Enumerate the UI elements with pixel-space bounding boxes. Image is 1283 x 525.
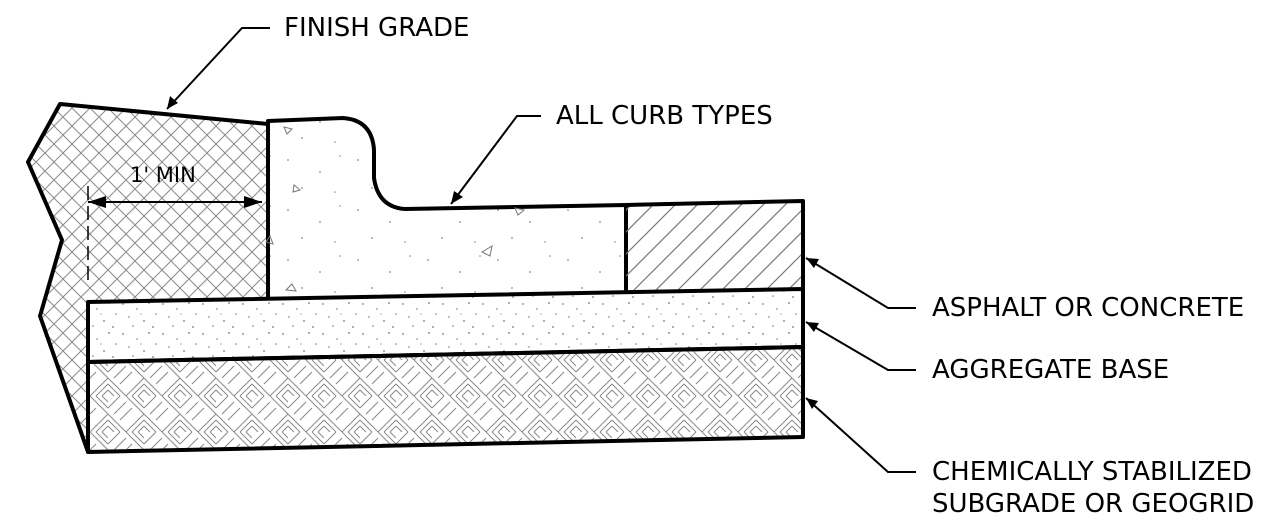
min-dimension-label: 1' MIN — [130, 163, 196, 187]
subgrade-outline — [86, 345, 805, 454]
all-curb-types-label: ALL CURB TYPES — [556, 101, 773, 131]
all-curb-types-callout: ALL CURB TYPES — [450, 101, 773, 205]
pavement-outline — [624, 199, 805, 291]
curb-body — [268, 118, 626, 298]
aggregate-base-layer — [88, 289, 803, 362]
min-dimension: 1' MIN — [87, 163, 262, 286]
asphalt-or-concrete-layer — [626, 201, 803, 290]
curb-outline — [266, 116, 628, 300]
finish-grade-label: FINISH GRADE — [284, 13, 469, 43]
finish-grade-callout: FINISH GRADE — [166, 13, 469, 110]
subgrade-callout: CHEMICALLY STABILIZED SUBGRADE OR GEOGRI… — [805, 397, 1254, 519]
aggregate-base-callout: AGGREGATE BASE — [805, 321, 1169, 385]
aggregate-base-label: AGGREGATE BASE — [932, 355, 1169, 385]
curb-aggregate-marks — [265, 126, 526, 292]
chemically-stabilized-label-line1: CHEMICALLY STABILIZED — [932, 457, 1252, 487]
chemically-stabilized-label-line2: SUBGRADE OR GEOGRID — [932, 489, 1254, 519]
asphalt-callout: ASPHALT OR CONCRETE — [805, 257, 1244, 323]
asphalt-or-concrete-label: ASPHALT OR CONCRETE — [932, 293, 1244, 323]
subgrade-layer — [88, 347, 803, 452]
finish-grade-outline — [26, 102, 270, 454]
